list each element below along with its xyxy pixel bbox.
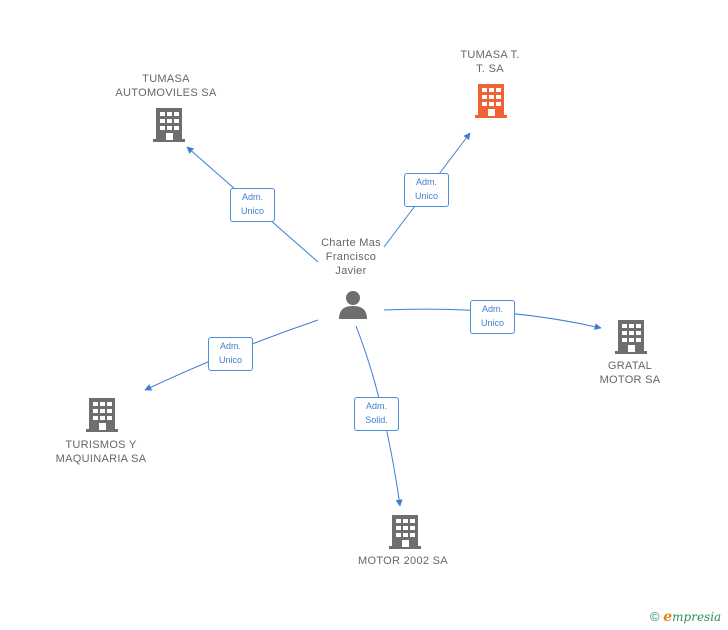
edge-label-tumasa-tt[interactable]: Adm. Unico bbox=[404, 173, 449, 207]
node-label-gratal-motor[interactable]: GRATAL MOTOR SA bbox=[599, 360, 661, 386]
node-label-motor-2002[interactable]: MOTOR 2002 SA bbox=[358, 555, 448, 567]
edge-label-turismos-maquinaria[interactable]: Adm. Unico bbox=[208, 337, 253, 371]
center-label[interactable]: Charte Mas Francisco Javier bbox=[321, 237, 381, 277]
copyright-symbol: © bbox=[650, 609, 660, 624]
node-label-tumasa-automoviles[interactable]: TUMASA AUTOMOVILES SA bbox=[115, 73, 217, 99]
building-icon[interactable] bbox=[389, 515, 421, 549]
edge-label-motor-2002[interactable]: Adm. Solid. bbox=[354, 397, 399, 431]
brand-watermark: © empresia bbox=[650, 609, 721, 625]
building-icon[interactable] bbox=[615, 320, 647, 354]
building-icon[interactable] bbox=[475, 84, 507, 118]
node-label-turismos-maquinaria[interactable]: TURISMOS Y MAQUINARIA SA bbox=[55, 439, 147, 465]
node-label-tumasa-tt[interactable]: TUMASA T. T. SA bbox=[460, 49, 520, 75]
building-icon[interactable] bbox=[86, 398, 118, 432]
edge-label-tumasa-automoviles[interactable]: Adm. Unico bbox=[230, 188, 275, 222]
edge-label-gratal-motor[interactable]: Adm. Unico bbox=[470, 300, 515, 334]
brand-logo: empresia bbox=[663, 609, 722, 625]
building-icon[interactable] bbox=[153, 108, 185, 142]
person-icon[interactable] bbox=[338, 289, 368, 319]
